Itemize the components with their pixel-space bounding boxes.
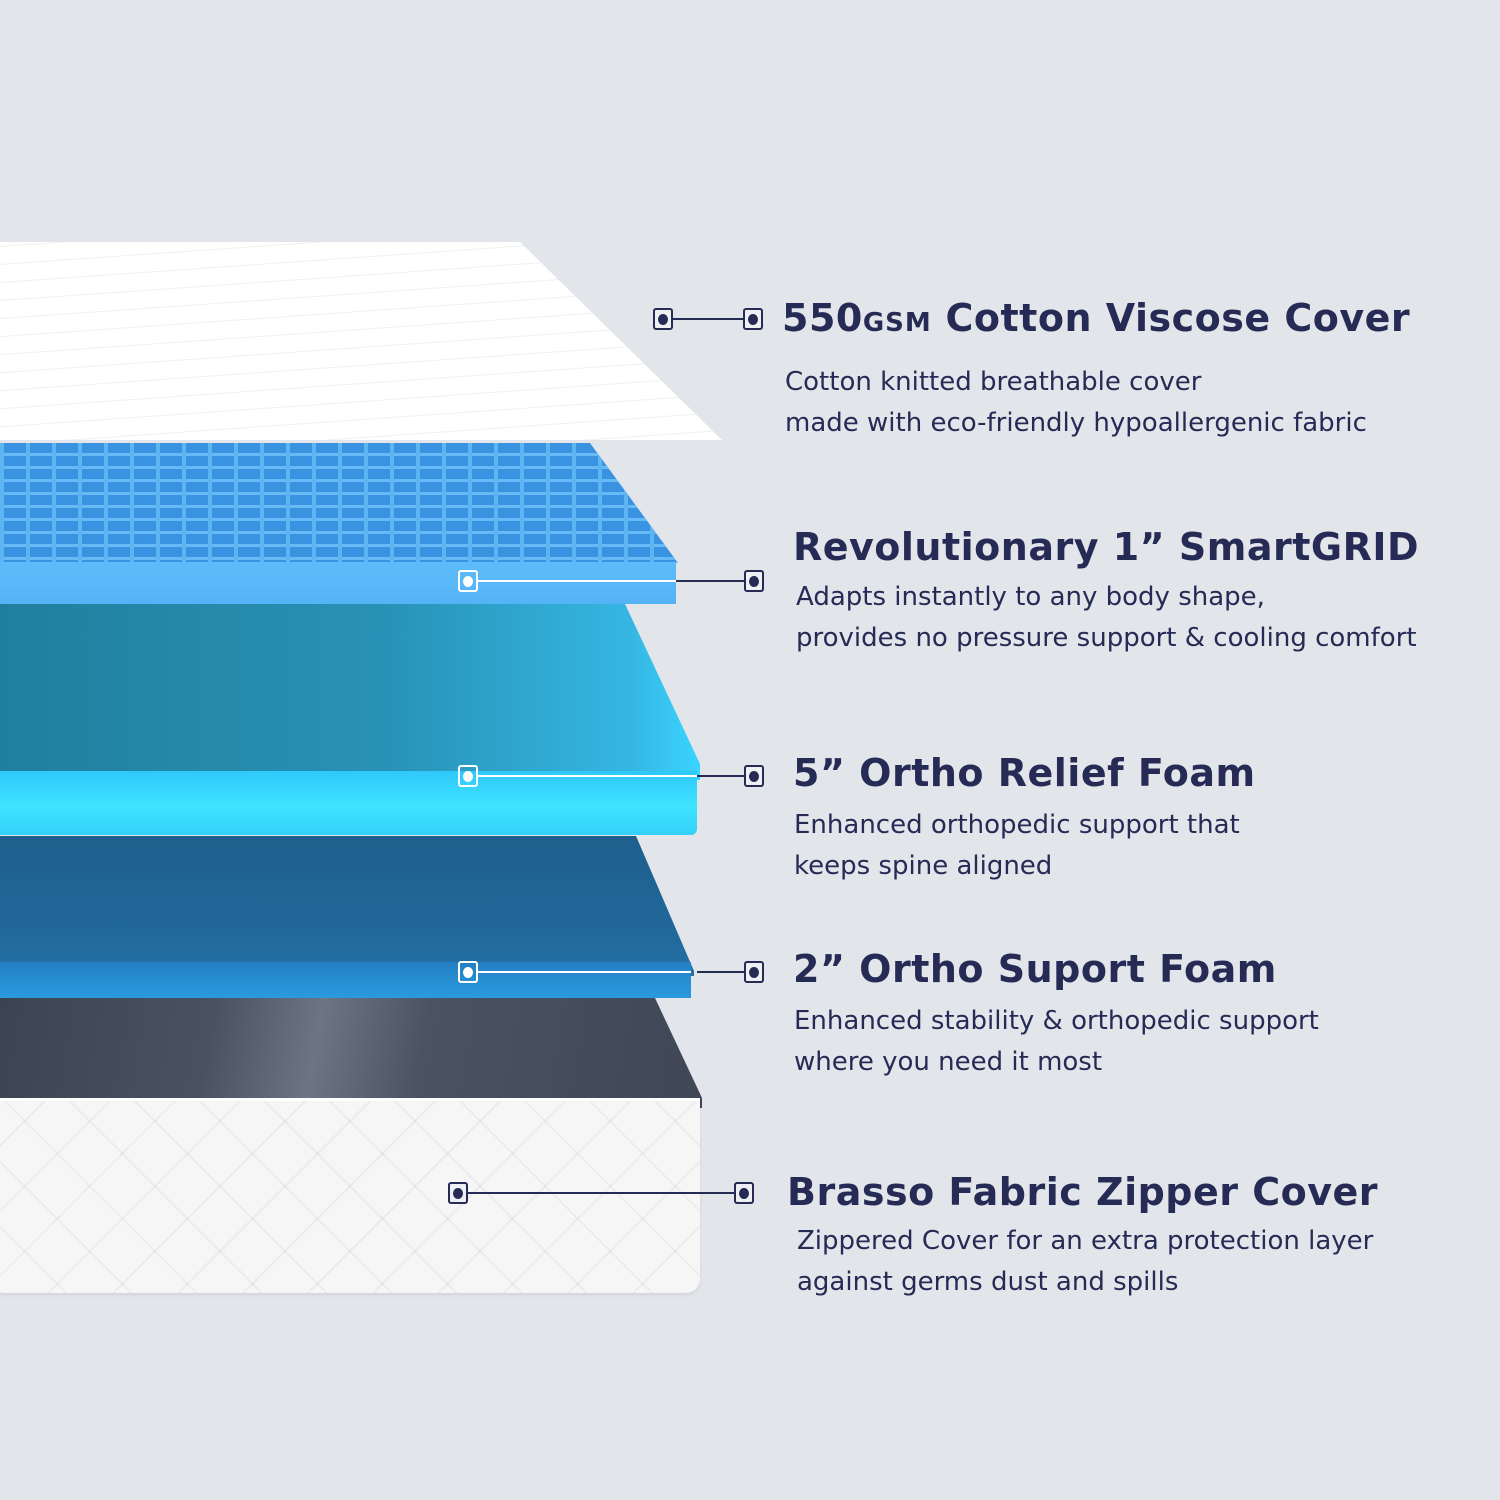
callout-connector-line — [697, 775, 744, 777]
support-foam-side — [0, 962, 691, 998]
callout-connector-line — [478, 580, 676, 582]
callout-marker-icon — [448, 1182, 468, 1204]
layer-description-cover: Cotton knitted breathable cover made wit… — [785, 367, 1367, 438]
callout-connector-line — [697, 971, 744, 973]
layer-title-relief-foam: 5” Ortho Relief Foam — [793, 751, 1256, 795]
zipper-cover-quilted-side — [0, 1098, 700, 1293]
callout-marker-icon — [744, 570, 764, 592]
callout-connector-line — [478, 775, 697, 777]
callout-marker-icon — [653, 308, 673, 330]
zipper-cover-top-surface — [0, 998, 702, 1108]
callout-marker-icon — [744, 765, 764, 787]
layer-title-smartgrid: Revolutionary 1” SmartGRID — [793, 525, 1420, 569]
support-foam-top-surface — [0, 836, 694, 976]
callout-marker-icon — [458, 570, 478, 592]
layer-title-support-foam: 2” Ortho Suport Foam — [793, 947, 1277, 991]
layer-description-relief-foam: Enhanced orthopedic support that keeps s… — [794, 810, 1240, 881]
layer-title-zipper-cover: Brasso Fabric Zipper Cover — [787, 1170, 1379, 1214]
callout-marker-icon — [458, 765, 478, 787]
callout-connector-line — [478, 971, 691, 973]
layer-description-zipper-cover: Zippered Cover for an extra protection l… — [797, 1226, 1374, 1297]
callout-marker-icon — [734, 1182, 754, 1204]
relief-foam-side — [0, 771, 697, 835]
layer-title-cover: 550GSM Cotton Viscose Cover — [782, 296, 1411, 340]
callout-marker-icon — [744, 961, 764, 983]
callout-connector-line — [468, 1192, 734, 1194]
callout-marker-icon — [458, 961, 478, 983]
callout-connector-line — [676, 580, 744, 582]
smartgrid-top-surface — [0, 443, 678, 563]
cotton-viscose-cover-sheet — [0, 242, 722, 440]
callout-marker-icon — [743, 308, 763, 330]
relief-foam-top-surface — [0, 604, 700, 780]
layer-description-support-foam: Enhanced stability & orthopedic support … — [794, 1006, 1319, 1077]
callout-connector-line — [673, 318, 743, 320]
smartgrid-side — [0, 562, 676, 604]
layer-description-smartgrid: Adapts instantly to any body shape, prov… — [796, 582, 1417, 653]
